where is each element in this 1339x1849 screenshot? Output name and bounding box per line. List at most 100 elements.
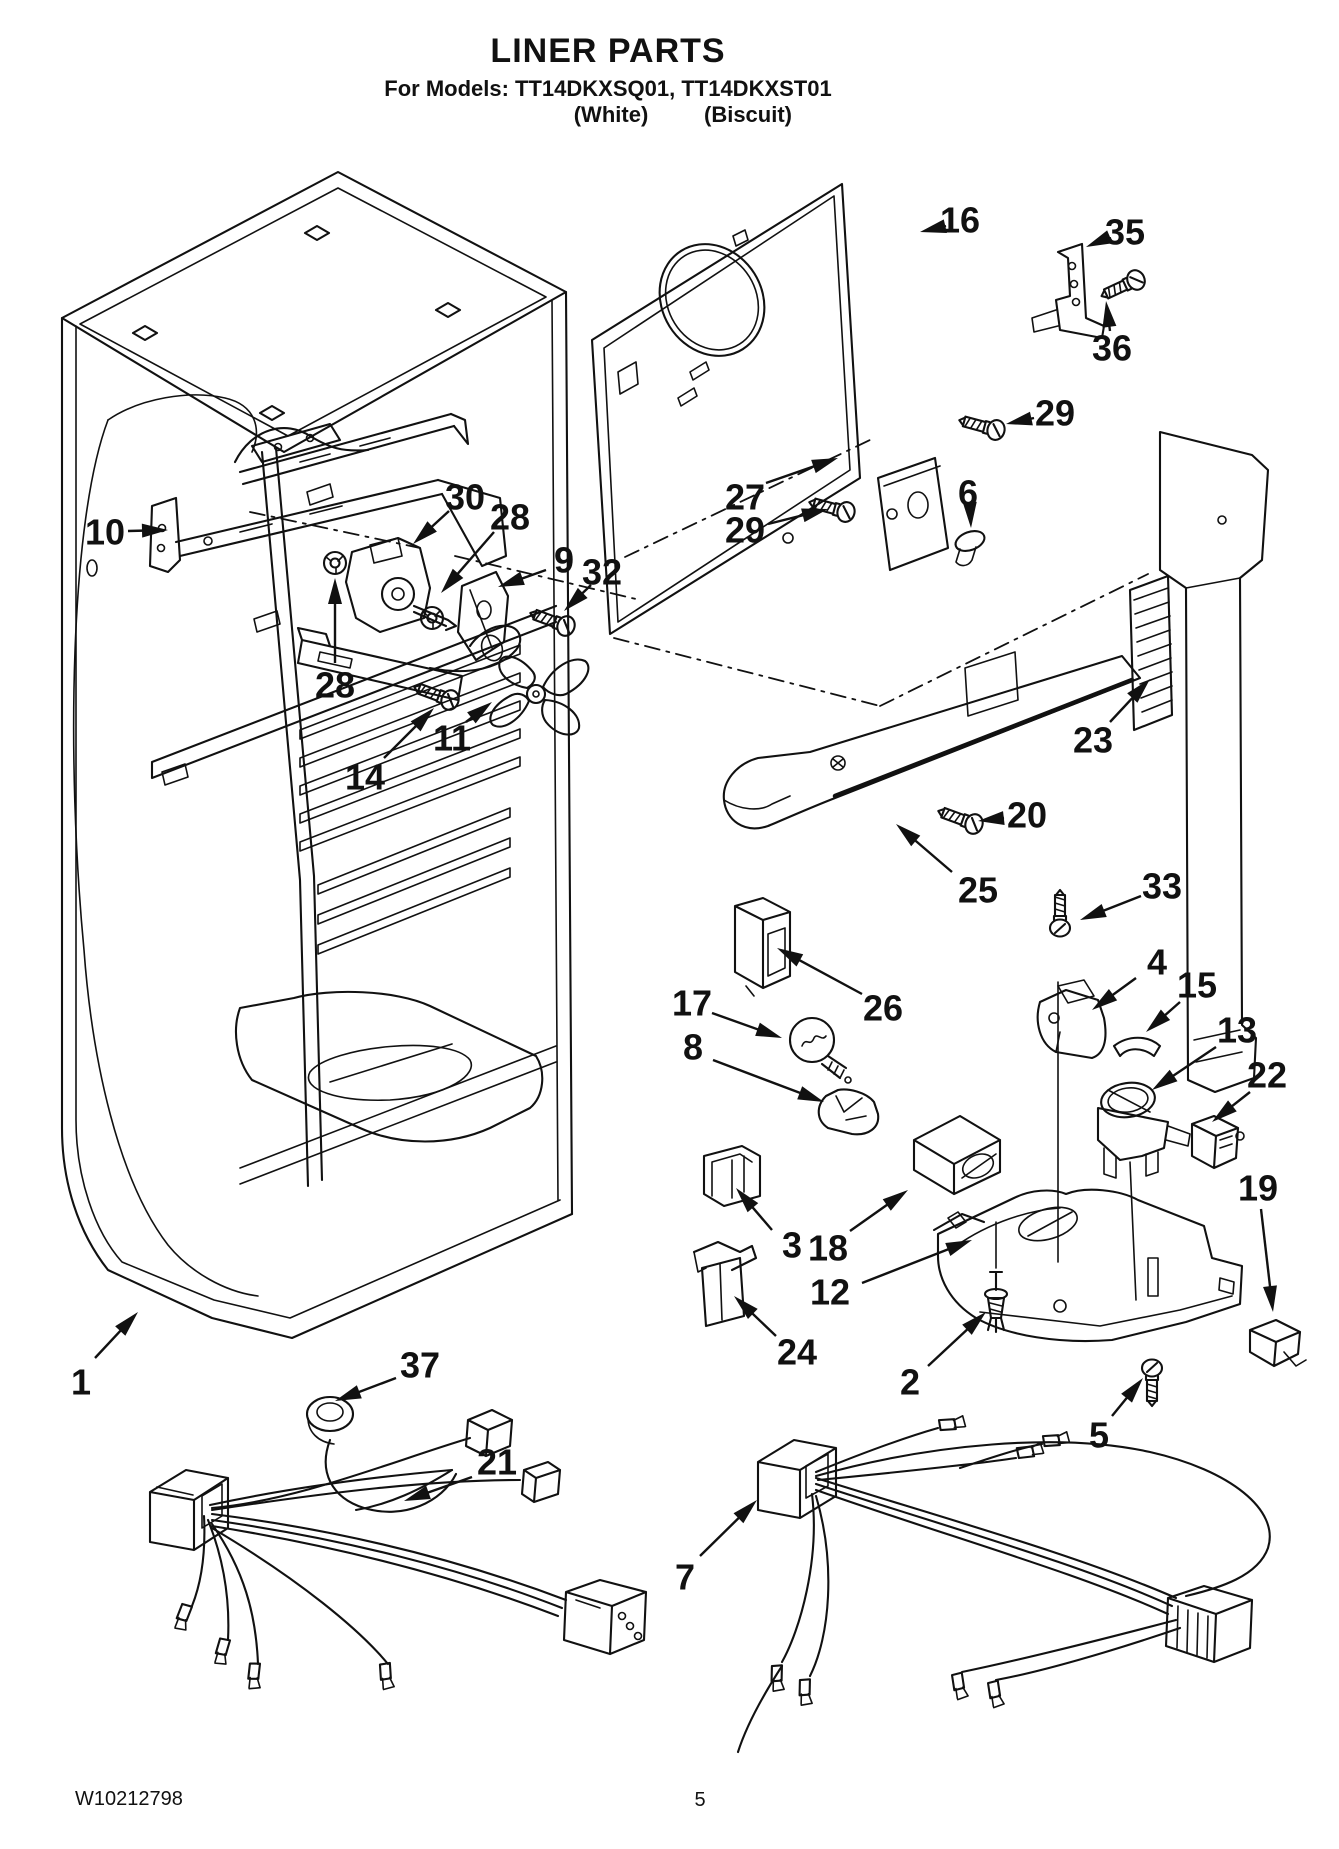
leader-arrowhead — [115, 1312, 138, 1336]
finish-white: (White) — [574, 102, 649, 127]
part-number-label: 8 — [683, 1027, 703, 1068]
leader-arrowhead — [328, 578, 342, 604]
callout-7: 7 — [675, 1500, 757, 1598]
leader-arrowhead — [896, 824, 921, 847]
part-number-label: 2 — [900, 1362, 920, 1403]
leader-arrowhead — [1121, 1378, 1143, 1403]
callout-27: 27 — [725, 458, 838, 518]
part-number-label: 18 — [808, 1228, 848, 1269]
leader-line — [910, 836, 953, 873]
leader-line — [353, 1376, 397, 1396]
air-deflector — [722, 651, 1142, 838]
leader-line — [767, 512, 809, 526]
leader-arrowhead — [467, 702, 492, 724]
leader-line — [711, 1011, 764, 1033]
leader-arrowhead — [920, 219, 947, 233]
callout-33: 33 — [1080, 866, 1182, 920]
air-duct — [1128, 430, 1270, 1094]
leader-arrowhead — [811, 458, 838, 474]
part-number-label: 21 — [477, 1442, 517, 1483]
part-number-label: 27 — [725, 477, 765, 518]
footer-doc-number: W10212798 — [75, 1788, 183, 1810]
callout-1: 1 — [71, 1312, 138, 1403]
callout-36: 36 — [1092, 301, 1132, 369]
leader-line — [699, 1513, 744, 1557]
leader-arrowhead — [410, 708, 434, 732]
duct-tray — [932, 1188, 1244, 1408]
part-number-label: 3 — [782, 1225, 802, 1266]
callout-28: 28 — [441, 497, 530, 593]
callout-9: 9 — [498, 540, 574, 587]
leader-arrowhead — [797, 1086, 824, 1102]
leader-line — [712, 1058, 806, 1097]
part-number-label: 10 — [85, 512, 125, 553]
leader-arrowhead — [441, 568, 464, 593]
leader-arrowhead — [564, 587, 588, 611]
leader-arrowhead — [1127, 679, 1150, 703]
heater-cover-plate — [805, 409, 1008, 572]
leader-line — [1098, 894, 1142, 914]
leader-arrowhead — [1086, 230, 1113, 247]
callout-2: 2 — [900, 1312, 986, 1403]
leader-arrowhead — [1102, 301, 1117, 328]
callout-32: 32 — [564, 552, 622, 611]
leader-arrowhead — [734, 1296, 758, 1319]
leader-line — [849, 1200, 893, 1232]
part-number-label: 7 — [675, 1557, 695, 1598]
leader-arrowhead — [962, 1312, 986, 1335]
wire-harness-right — [736, 1412, 1271, 1754]
part-number-label: 26 — [863, 988, 903, 1029]
callout-11: 11 — [433, 702, 492, 759]
callout-3: 3 — [736, 1188, 802, 1266]
leader-arrowhead — [945, 1240, 972, 1256]
leader-arrowhead — [755, 1022, 782, 1038]
part-number-label: 19 — [1238, 1168, 1278, 1209]
callout-12: 12 — [810, 1240, 972, 1313]
damper-parts — [733, 888, 1307, 1368]
part-number-label: 6 — [958, 473, 978, 514]
back-panel — [590, 182, 1149, 707]
leader-line — [794, 956, 863, 996]
part-number-label: 12 — [810, 1272, 850, 1313]
mounting-bracket-35 — [1031, 242, 1149, 340]
callout-8: 8 — [683, 1027, 824, 1102]
models-line: For Models: TT14DKXSQ01, TT14DKXST01 — [384, 76, 831, 101]
callout-18: 18 — [808, 1190, 908, 1269]
part-number-label: 30 — [445, 477, 485, 518]
part-number-label: 36 — [1092, 328, 1132, 369]
part-number-label: 14 — [345, 757, 385, 798]
leader-line — [1167, 1046, 1217, 1080]
leader-arrowhead — [733, 1500, 757, 1524]
callout-29: 29 — [1006, 393, 1075, 434]
part-number-label: 28 — [315, 665, 355, 706]
part-number-label: 28 — [490, 497, 530, 538]
leader-arrowhead — [335, 1385, 362, 1401]
callout-37: 37 — [335, 1345, 440, 1401]
leader-arrowhead — [801, 508, 828, 523]
callout-19: 19 — [1238, 1168, 1278, 1312]
wire-harness-left — [148, 1408, 648, 1691]
callout-29: 29 — [725, 508, 828, 551]
leader-arrowhead — [736, 1188, 759, 1213]
liner-cabinet — [60, 170, 641, 1340]
leader-arrowhead — [962, 501, 977, 528]
page-title: LINER PARTS — [490, 32, 725, 70]
part-number-label: 5 — [1089, 1415, 1109, 1456]
callout-5: 5 — [1089, 1378, 1143, 1456]
callout-17: 17 — [672, 983, 782, 1038]
callout-22: 22 — [1212, 1055, 1287, 1122]
leader-line — [927, 1324, 973, 1367]
leader-arrowhead — [1263, 1285, 1277, 1312]
part-number-label: 35 — [1105, 212, 1145, 253]
callout-10: 10 — [85, 512, 168, 553]
callout-13: 13 — [1152, 1010, 1257, 1090]
part-number-label: 16 — [940, 200, 980, 241]
leader-arrowhead — [498, 571, 525, 587]
callout-24: 24 — [734, 1296, 817, 1373]
light-parts — [692, 1016, 1002, 1328]
leader-arrowhead — [1212, 1100, 1237, 1122]
leader-line — [747, 1308, 777, 1337]
part-number-label: 25 — [958, 870, 998, 911]
